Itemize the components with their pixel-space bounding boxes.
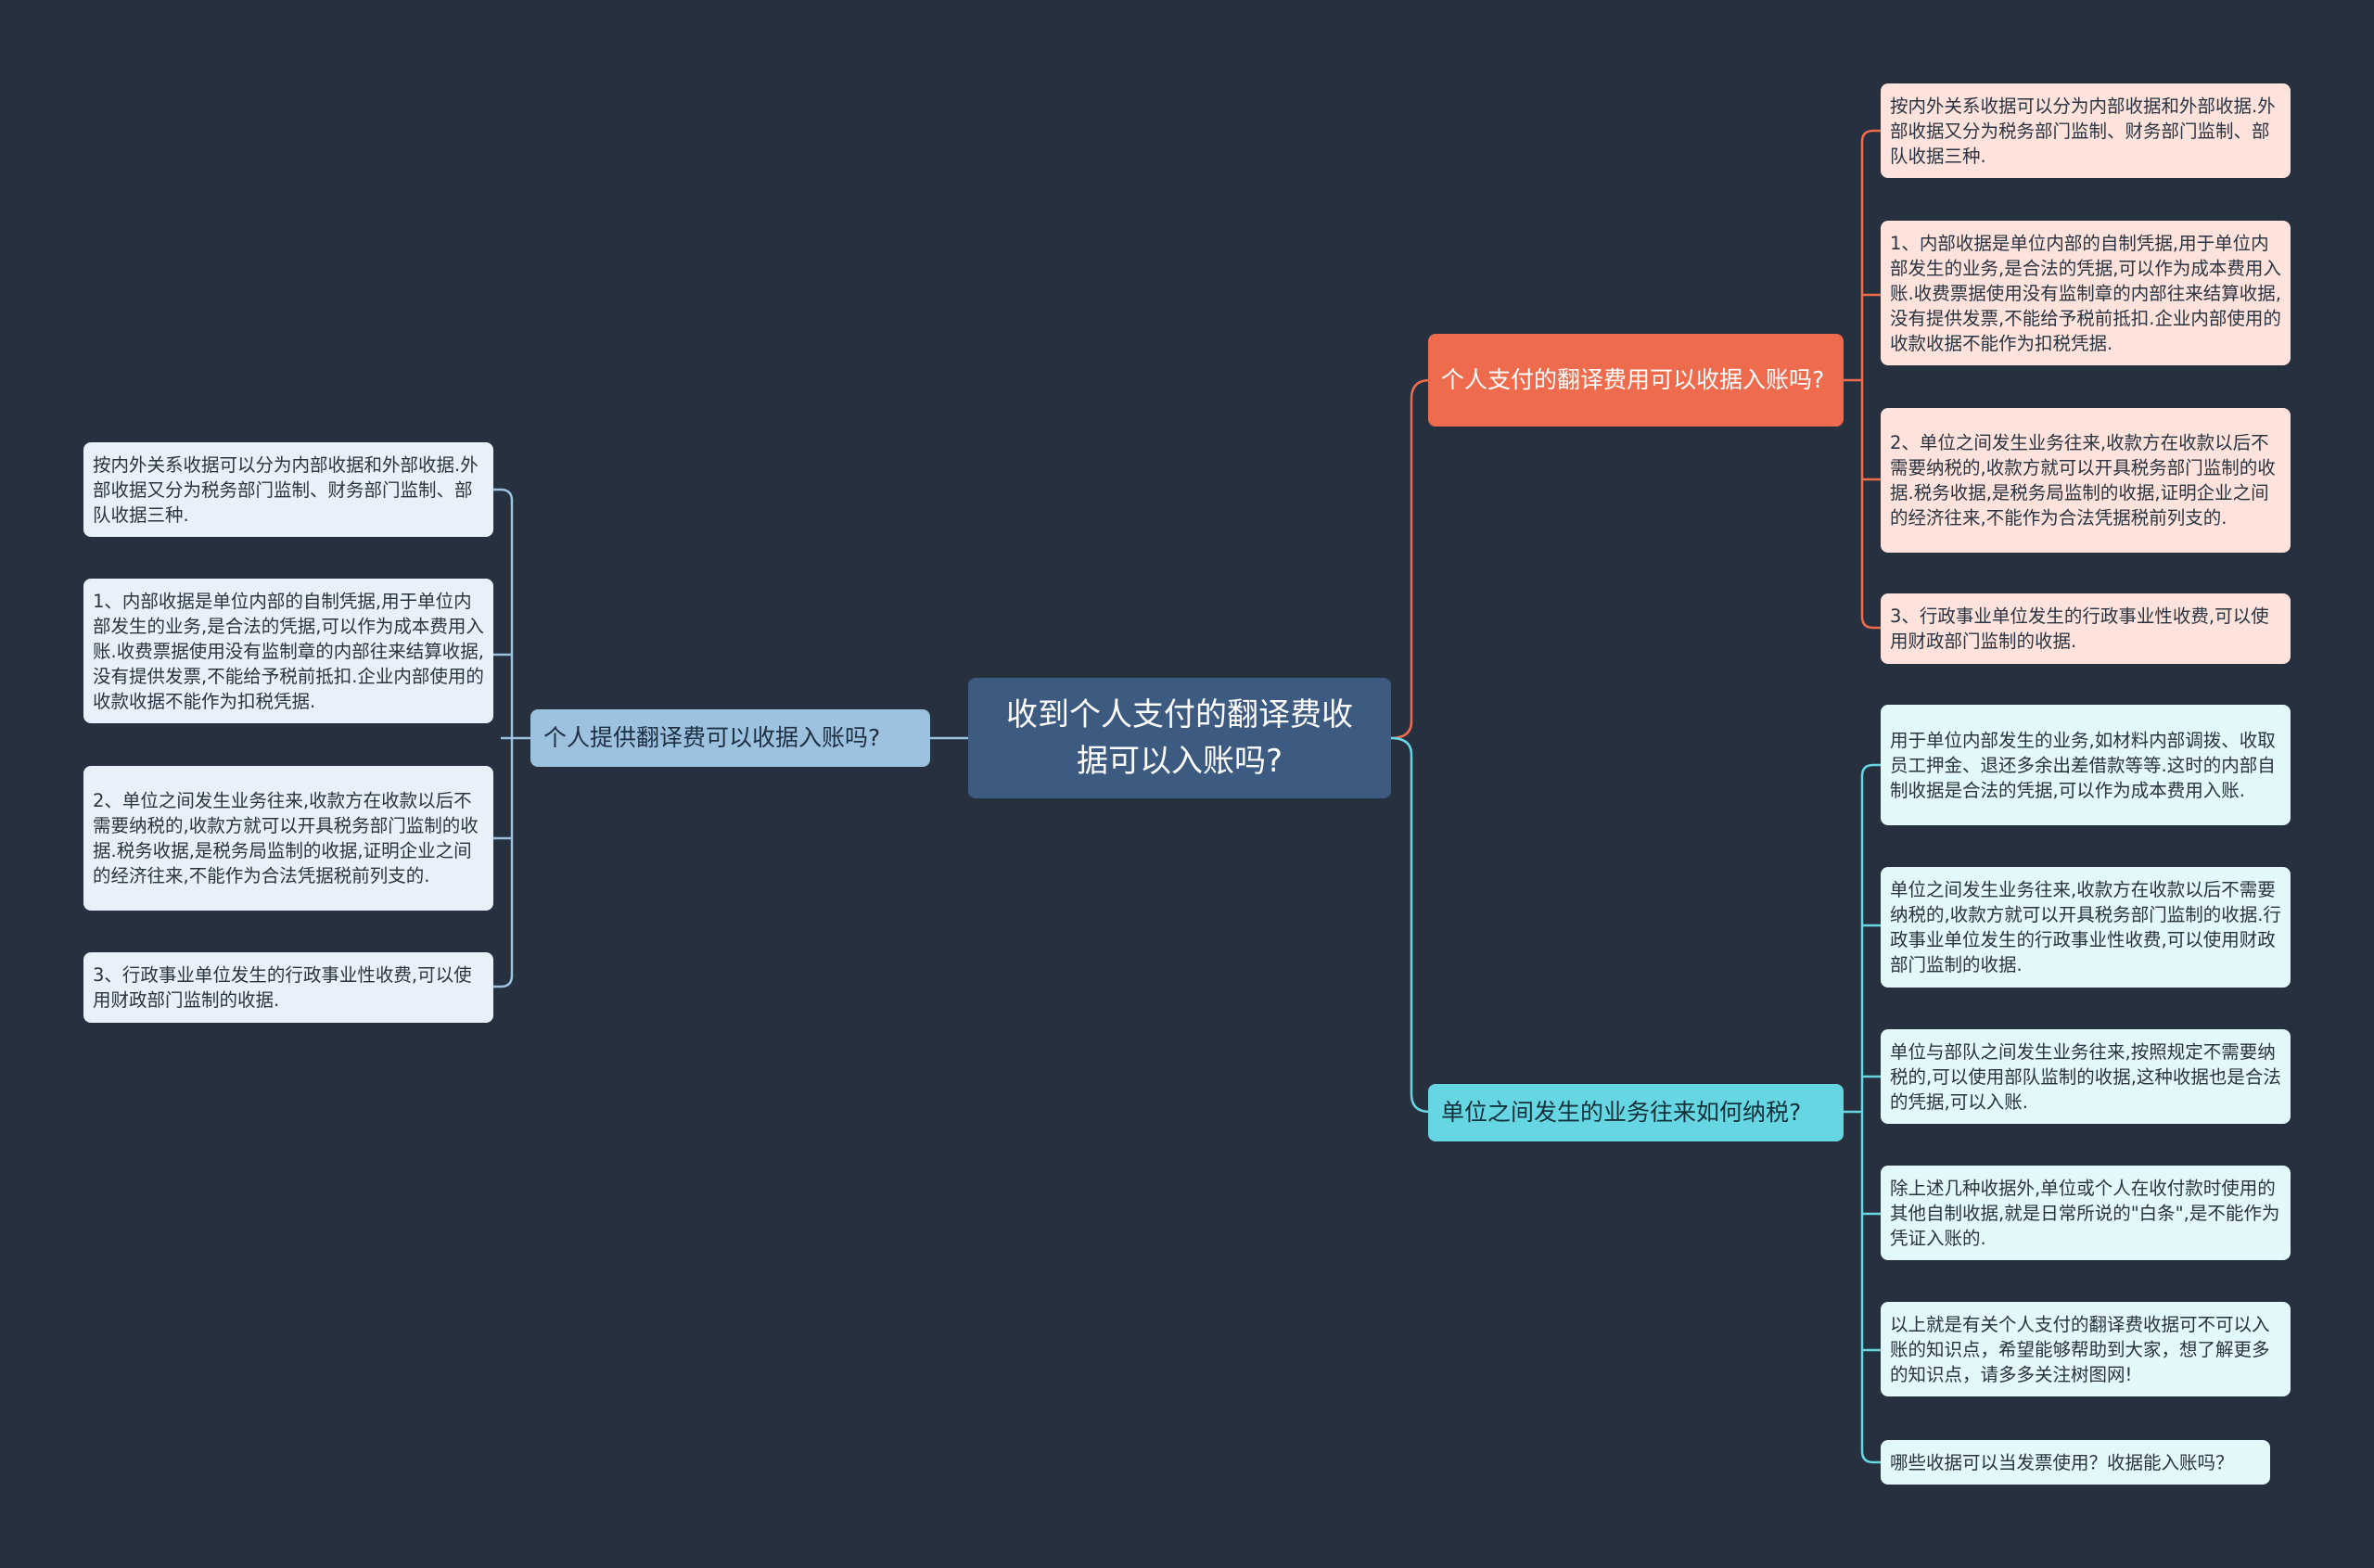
top-leaf-1-text: 按内外关系收据可以分为内部收据和外部收据.外部收据又分为税务部门监制、财务部门监… bbox=[1890, 95, 2276, 167]
root-node-label: 收到个人支付的翻译费收据可以入账吗? bbox=[1006, 696, 1353, 780]
bottom-leaf-4-text: 除上述几种收据外,单位或个人在收付款时使用的其他自制收据,就是日常所说的"白条"… bbox=[1890, 1177, 2280, 1249]
top-leaf-2-text: 1、内部收据是单位内部的自制凭据,用于单位内部发生的业务,是合法的凭据,可以作为… bbox=[1890, 232, 2281, 354]
branch-left-node[interactable]: 个人提供翻译费可以收据入账吗? bbox=[530, 709, 930, 767]
top-leaf-3[interactable]: 2、单位之间发生业务往来,收款方在收款以后不需要纳税的,收款方就可以开具税务部门… bbox=[1881, 408, 2291, 553]
bottom-leaf-3-text: 单位与部队之间发生业务往来,按照规定不需要纳税的,可以使用部队监制的收据,这种收… bbox=[1890, 1040, 2281, 1113]
top-leaf-4-text: 3、行政事业单位发生的行政事业性收费,可以使用财政部门监制的收据. bbox=[1890, 606, 2269, 652]
branch-left-label: 个人提供翻译费可以收据入账吗? bbox=[543, 724, 881, 751]
top-leaf-2[interactable]: 1、内部收据是单位内部的自制凭据,用于单位内部发生的业务,是合法的凭据,可以作为… bbox=[1881, 221, 2291, 365]
branch-top-node[interactable]: 个人支付的翻译费用可以收据入账吗? bbox=[1428, 334, 1844, 427]
branch-top-label: 个人支付的翻译费用可以收据入账吗? bbox=[1441, 366, 1825, 393]
left-leaf-2[interactable]: 1、内部收据是单位内部的自制凭据,用于单位内部发生的业务,是合法的凭据,可以作为… bbox=[83, 579, 493, 723]
bottom-leaf-6[interactable]: 哪些收据可以当发票使用？收据能入账吗？ bbox=[1881, 1440, 2270, 1485]
root-node[interactable]: 收到个人支付的翻译费收据可以入账吗? bbox=[968, 678, 1391, 798]
branch-bottom-node[interactable]: 单位之间发生的业务往来如何纳税? bbox=[1428, 1084, 1844, 1141]
bottom-leaf-3[interactable]: 单位与部队之间发生业务往来,按照规定不需要纳税的,可以使用部队监制的收据,这种收… bbox=[1881, 1029, 2291, 1124]
bottom-leaf-5[interactable]: 以上就是有关个人支付的翻译费收据可不可以入账的知识点，希望能够帮助到大家，想了解… bbox=[1881, 1302, 2291, 1396]
link-bottom-spine bbox=[1860, 763, 1881, 1464]
left-leaf-4[interactable]: 3、行政事业单位发生的行政事业性收费,可以使用财政部门监制的收据. bbox=[83, 952, 493, 1023]
top-leaf-4[interactable]: 3、行政事业单位发生的行政事业性收费,可以使用财政部门监制的收据. bbox=[1881, 593, 2291, 664]
bottom-leaf-6-text: 哪些收据可以当发票使用？收据能入账吗？ bbox=[1890, 1451, 2234, 1473]
top-leaf-1[interactable]: 按内外关系收据可以分为内部收据和外部收据.外部收据又分为税务部门监制、财务部门监… bbox=[1881, 83, 2291, 178]
left-leaf-2-text: 1、内部收据是单位内部的自制凭据,用于单位内部发生的业务,是合法的凭据,可以作为… bbox=[93, 590, 484, 712]
left-leaf-3-text: 2、单位之间发生业务往来,收款方在收款以后不需要纳税的,收款方就可以开具税务部门… bbox=[93, 790, 479, 886]
bottom-leaf-2-text: 单位之间发生业务往来,收款方在收款以后不需要纳税的,收款方就可以开具税务部门监制… bbox=[1890, 879, 2281, 975]
left-leaf-4-text: 3、行政事业单位发生的行政事业性收费,可以使用财政部门监制的收据. bbox=[93, 964, 472, 1011]
bottom-leaf-4[interactable]: 除上述几种收据外,单位或个人在收付款时使用的其他自制收据,就是日常所说的"白条"… bbox=[1881, 1166, 2291, 1260]
left-leaf-1-text: 按内外关系收据可以分为内部收据和外部收据.外部收据又分为税务部门监制、财务部门监… bbox=[93, 453, 479, 526]
top-leaf-3-text: 2、单位之间发生业务往来,收款方在收款以后不需要纳税的,收款方就可以开具税务部门… bbox=[1890, 432, 2276, 529]
branch-bottom-label: 单位之间发生的业务往来如何纳税? bbox=[1441, 1099, 1802, 1126]
bottom-leaf-1-text: 用于单位内部发生的业务,如材料内部调拨、收取员工押金、退还多余出差借款等等.这时… bbox=[1890, 729, 2276, 801]
left-leaf-1[interactable]: 按内外关系收据可以分为内部收据和外部收据.外部收据又分为税务部门监制、财务部门监… bbox=[83, 442, 493, 537]
link-left-spine bbox=[493, 488, 514, 988]
bottom-leaf-1[interactable]: 用于单位内部发生的业务,如材料内部调拨、收取员工押金、退还多余出差借款等等.这时… bbox=[1881, 705, 2291, 825]
link-root-top bbox=[1390, 378, 1431, 740]
link-top-spine bbox=[1860, 129, 1881, 630]
bottom-leaf-2[interactable]: 单位之间发生业务往来,收款方在收款以后不需要纳税的,收款方就可以开具税务部门监制… bbox=[1881, 867, 2291, 988]
bottom-leaf-5-text: 以上就是有关个人支付的翻译费收据可不可以入账的知识点，希望能够帮助到大家，想了解… bbox=[1890, 1313, 2270, 1385]
left-leaf-3[interactable]: 2、单位之间发生业务往来,收款方在收款以后不需要纳税的,收款方就可以开具税务部门… bbox=[83, 766, 493, 911]
link-root-bottom bbox=[1390, 736, 1431, 1114]
